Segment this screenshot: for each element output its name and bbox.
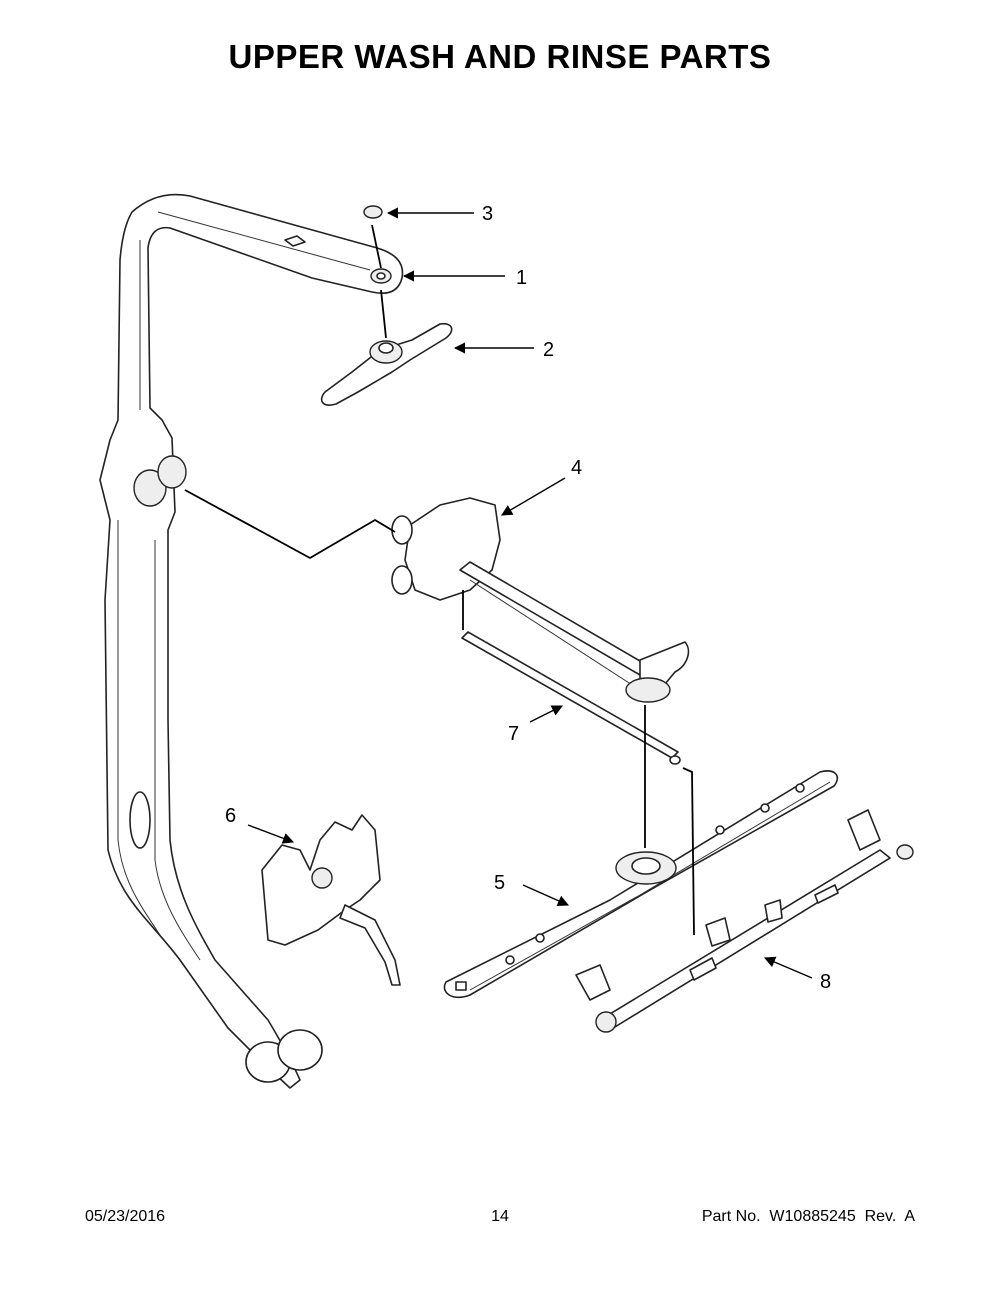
part-1-bearing-mount	[370, 268, 392, 284]
part-4-spray-arm-manifold	[391, 497, 690, 703]
page-title: UPPER WASH AND RINSE PARTS	[228, 38, 772, 75]
supply-tube-manifold	[99, 193, 404, 1089]
callout-4: 4	[571, 457, 582, 479]
footer-page-number: 14	[491, 1208, 509, 1225]
leader-lines	[184, 224, 695, 936]
footer-date: 05/23/2016	[85, 1208, 166, 1225]
part-2-upper-spray-arm	[320, 322, 453, 406]
part-8-lower-conduit	[575, 809, 914, 1033]
part-5-spray-arm	[443, 770, 839, 999]
callout-7: 7	[508, 723, 519, 745]
part-6-nozzle-panel	[261, 814, 401, 986]
footer-part-number: Part No. W10885245 Rev. A	[701, 1208, 915, 1225]
part-7-tube	[461, 631, 681, 765]
callout-8: 8	[820, 971, 831, 993]
callout-2: 2	[543, 339, 554, 361]
callout-6: 6	[225, 805, 236, 827]
callout-3: 3	[482, 203, 493, 225]
callout-5: 5	[494, 872, 505, 894]
callout-arrows	[247, 207, 813, 979]
callout-1: 1	[516, 267, 527, 289]
part-3-cap	[363, 205, 383, 219]
